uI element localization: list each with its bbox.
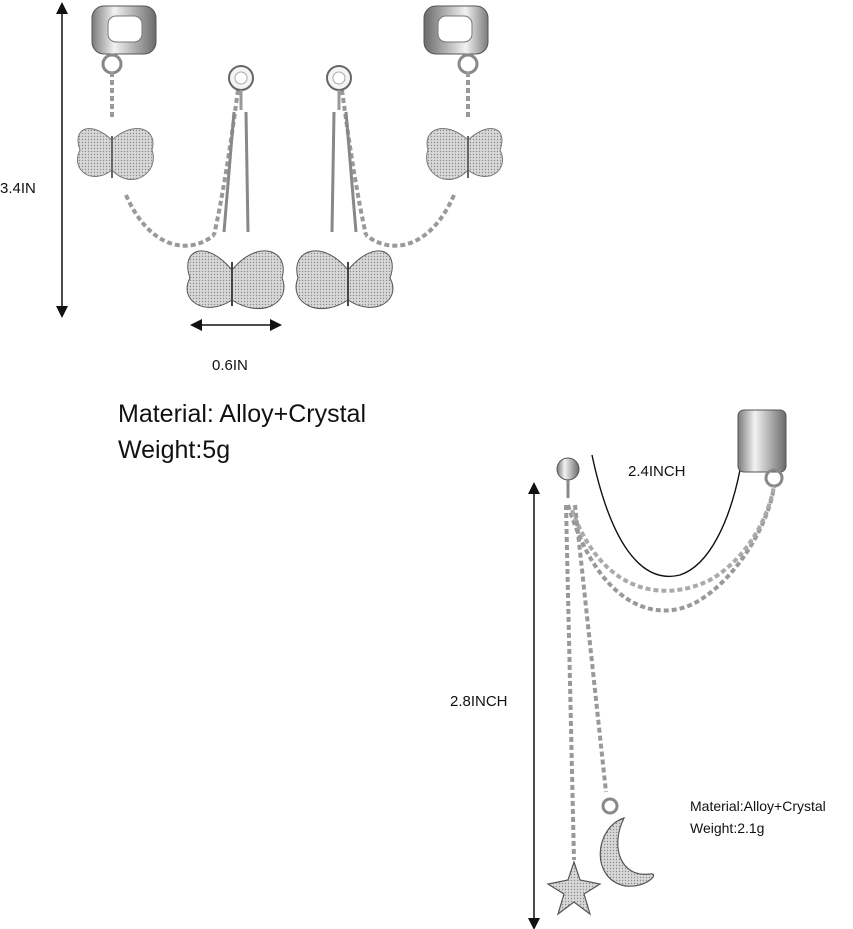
ball-stud [556,457,580,481]
right-butterfly-earring [295,5,503,310]
top-specs: Material: Alloy+Crystal Weight:5g [118,396,366,468]
bottom-specs: Material:Alloy+Crystal Weight:2.1g [690,795,826,839]
star-moon-earring [546,409,787,916]
left-butterfly-earring [77,5,285,310]
bottom-material-text: Material:Alloy+Crystal [690,798,826,814]
height-dimension-label: 3.4IN [0,180,36,197]
top-weight-text: Weight:5g [118,436,231,464]
length-dimension-label: 2.8INCH [450,693,508,710]
top-material-text: Material: Alloy+Crystal [118,400,366,428]
small-butterfly-charm [77,128,154,181]
ear-cuff [737,409,787,473]
bottom-weight-text: Weight:2.1g [690,820,765,836]
moon-charm [599,816,655,887]
star-charm [546,860,602,916]
top-curve-guide [591,454,741,578]
width-dimension-label: 0.6IN [212,357,248,374]
large-butterfly-charm [186,250,285,310]
top-curve-dimension-label: 2.4INCH [628,463,686,480]
